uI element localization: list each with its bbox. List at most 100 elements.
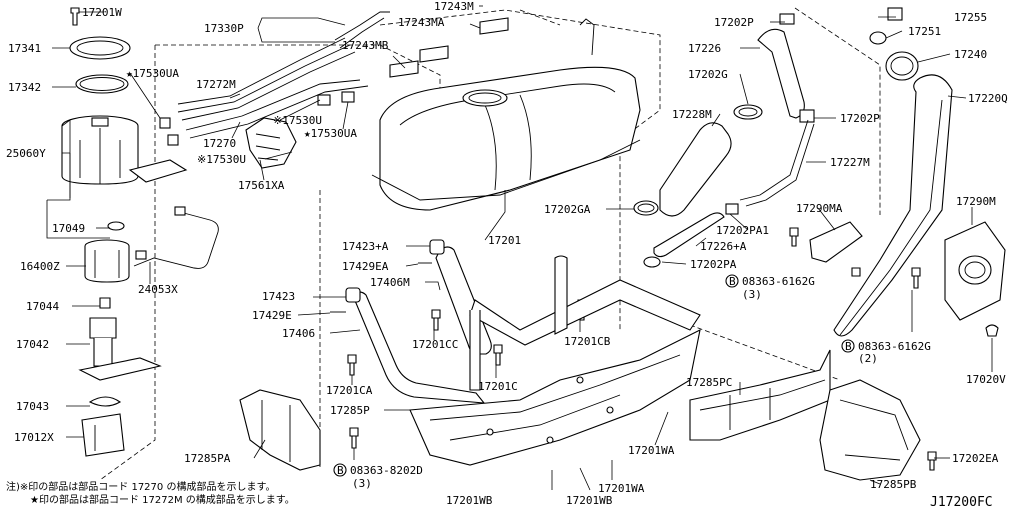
label-17202pa1: 17202PA1 (716, 224, 769, 237)
undercover-17285pb (819, 379, 937, 481)
filter-17049 (107, 221, 125, 231)
label-08363-6162g-a: 08363-6162G (742, 275, 815, 288)
pump-module-25060y (61, 115, 188, 185)
label-qty3-a: (3) (352, 477, 372, 490)
label-17044: 17044 (26, 300, 59, 313)
label-bolt-b-1: B (337, 464, 344, 477)
label-17290m: 17290M (956, 195, 996, 208)
cap-17255 (887, 7, 903, 21)
label-17201wb-b: 17201WB (566, 494, 613, 507)
label-17201wa-a: 17201WA (628, 444, 675, 457)
label-17201w: 17201W (82, 6, 122, 19)
label-17255: 17255 (954, 11, 987, 24)
label-17251: 17251 (908, 25, 941, 38)
insulator-17243m (479, 17, 509, 35)
label-17201: 17201 (488, 234, 521, 247)
screw-17201w (70, 7, 80, 26)
protector-17561xa (245, 117, 297, 169)
label-17270: 17270 (203, 137, 236, 150)
undercover-17285pc (689, 349, 831, 441)
footnote-1: 注)※印の部品は部品コード 17270 の構成部品を示します。 (6, 480, 275, 493)
clip-17044 (99, 297, 111, 309)
label-17243mb: 17243MB (342, 39, 389, 52)
insulator-17243ma (419, 45, 449, 63)
bolt-symbol-b-2 (725, 274, 739, 288)
label-08363-8202d: 08363-8202D (350, 464, 423, 477)
label-17530u-b: ※17530U (197, 153, 246, 166)
label-17429ea: 17429EA (342, 260, 389, 273)
footnotes: 注)※印の部品は部品コード 17270 の構成部品を示します。 ★印の部品は部品… (6, 480, 993, 510)
strap-mount-17423a (429, 239, 445, 255)
harness-24053x (133, 211, 219, 269)
footnote-2: ★印の部品は部品コード 17272M の構成部品を示します。 (30, 493, 295, 506)
label-17285p: 17285P (330, 404, 370, 417)
label-17226: 17226 (688, 42, 721, 55)
label-24053x: 24053X (138, 283, 178, 296)
diagram-code: J17200FC (930, 495, 993, 510)
fuel-tank-17201 (371, 18, 641, 211)
label-17285pb: 17285PB (870, 478, 917, 491)
label-25060y: 25060Y (6, 147, 46, 160)
label-bolt-b-3: B (845, 340, 852, 353)
filler-hoses (633, 7, 1006, 337)
bracket-17012x (81, 413, 125, 457)
gasket-17342 (75, 74, 129, 94)
cap-17251 (869, 31, 887, 45)
label-17290ma: 17290MA (796, 202, 843, 215)
grommet-17020v (985, 324, 999, 337)
label-17429e: 17429E (252, 309, 292, 322)
tank-frame (469, 255, 701, 391)
label-17201cc: 17201CC (412, 338, 458, 351)
label-17341: 17341 (8, 42, 41, 55)
label-17406m: 17406M (370, 276, 410, 289)
callout-labels: 17201W 17341 17342 ★17530UA 17272M 25060… (6, 0, 1008, 507)
label-17285pa: 17285PA (184, 452, 231, 465)
label-17243ma: 17243MA (398, 16, 445, 29)
ring-17240 (885, 51, 919, 81)
label-17201cb: 17201CB (564, 335, 611, 348)
label-17530ua-a: ★17530UA (126, 67, 179, 80)
undercover-17285p (409, 329, 701, 466)
bracket-17285pa (239, 389, 359, 471)
label-17202p-b: 17202P (840, 112, 880, 125)
label-17330p: 17330P (204, 22, 244, 35)
clamp-17202ga (633, 200, 659, 216)
bolt-symbol-b-3 (841, 339, 855, 353)
bolt-symbol-b-1 (333, 463, 347, 477)
heat-insulators (389, 17, 509, 78)
label-17342: 17342 (8, 81, 41, 94)
leader-lines (46, 5, 993, 491)
label-17202pa: 17202PA (690, 258, 737, 271)
label-17202p-a: 17202P (714, 16, 754, 29)
label-17285pc: 17285PC (686, 376, 732, 389)
label-17406: 17406 (282, 327, 315, 340)
label-08363-6162g-b: 08363-6162G (858, 340, 931, 353)
label-17243m: 17243M (434, 0, 474, 13)
label-17201c: 17201C (478, 380, 518, 393)
label-17202ga: 17202GA (544, 203, 591, 216)
label-17272m: 17272M (196, 78, 236, 91)
label-17043: 17043 (16, 400, 49, 413)
strap-mount-17423 (345, 287, 361, 303)
label-17201ca: 17201CA (326, 384, 373, 397)
label-17561xa: 17561XA (238, 179, 285, 192)
insulator-17243mb (389, 60, 419, 78)
label-17012x: 17012X (14, 431, 54, 444)
label-17202ea: 17202EA (952, 452, 999, 465)
label-17227m: 17227M (830, 156, 870, 169)
label-17220q: 17220Q (968, 92, 1008, 105)
label-16400z: 16400Z (20, 260, 60, 273)
seal-17043 (88, 396, 122, 407)
label-qty3-b: (3) (742, 288, 762, 301)
label-qty2: (2) (858, 352, 878, 365)
label-17020v: 17020V (966, 373, 1006, 386)
label-bolt-b-2: B (729, 275, 736, 288)
fuel-line-assembly (159, 11, 390, 169)
label-17423a: 17423+A (342, 240, 389, 253)
label-17228m: 17228M (672, 108, 712, 121)
fuel-filter-16400z (84, 239, 130, 283)
clamp-17202g (733, 104, 763, 120)
label-17201wa-b: 17201WA (598, 482, 645, 495)
fuel-pump-group (61, 7, 219, 457)
